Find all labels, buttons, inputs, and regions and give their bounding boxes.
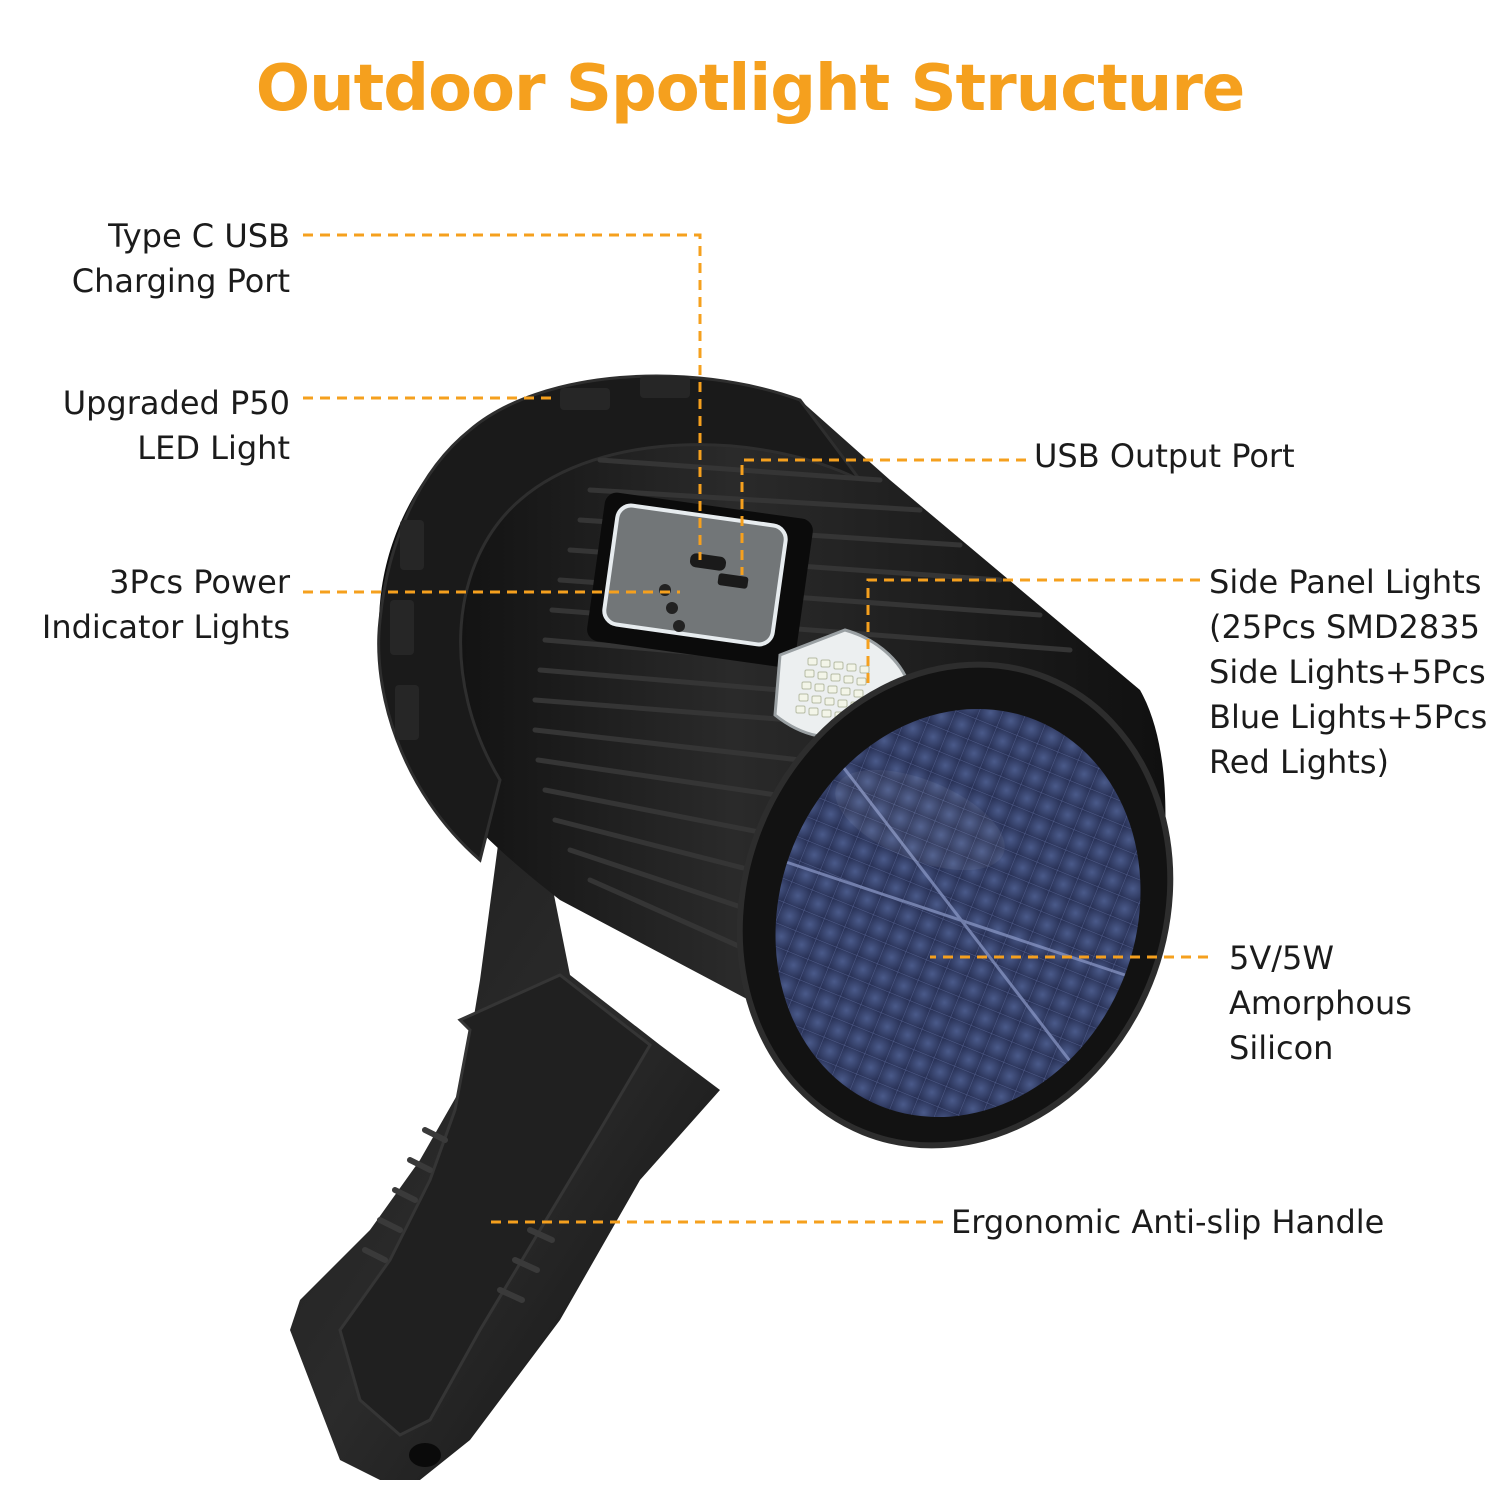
smd-led [833,661,844,670]
smd-led [821,709,832,718]
label-power-indicator-lights: 3Pcs Power Indicator Lights [41,563,290,646]
solar-panel [775,708,1141,1118]
handle-inset [338,973,652,1437]
smd-led [804,669,815,678]
smd-led [824,697,835,706]
solar-glare [835,769,1005,871]
smd-led [795,705,806,714]
smd-led [837,699,848,708]
smd-led [827,685,838,694]
smd-led [817,671,828,680]
smd-led [853,689,864,698]
smd-led [843,675,854,684]
smd-led [814,683,825,692]
label-anti-slip-handle: Ergonomic Anti-slip Handle [951,1203,1385,1241]
page-title: Outdoor Spotlight Structure [255,52,1246,126]
usb-output-slot [717,573,749,589]
label-p50-led-light: Upgraded P50 LED Light [62,384,290,467]
smd-led [798,693,809,702]
solar-busbars [779,749,1141,1101]
handle-ribs [362,1127,555,1303]
leader-side-panel [866,578,1200,690]
smd-led [820,659,831,668]
leader-usb-output [740,458,1026,575]
leader-type-c [303,233,702,560]
smd-led [811,695,822,704]
smd-led [801,681,812,690]
label-solar-panel: 5V/5W Amorphous Silicon [1229,939,1412,1067]
smd-led [840,687,851,696]
bezel-grips [390,376,690,740]
usb-port-cover [602,503,788,647]
led-bezel [377,374,862,863]
smd-led [830,673,841,682]
smd-led [808,707,819,716]
smd-led [846,663,857,672]
label-usb-output-port: USB Output Port [1034,437,1295,475]
label-type-c-charging-port: Type C USB Charging Port [71,217,290,300]
smd-led [856,677,867,686]
callout-leaders [303,233,1208,1224]
label-side-panel-lights: Side Panel Lights (25Pcs SMD2835 Side Li… [1209,563,1488,781]
smd-led [859,665,870,674]
lanyard-hole [409,1443,441,1467]
smd-led [807,657,818,666]
